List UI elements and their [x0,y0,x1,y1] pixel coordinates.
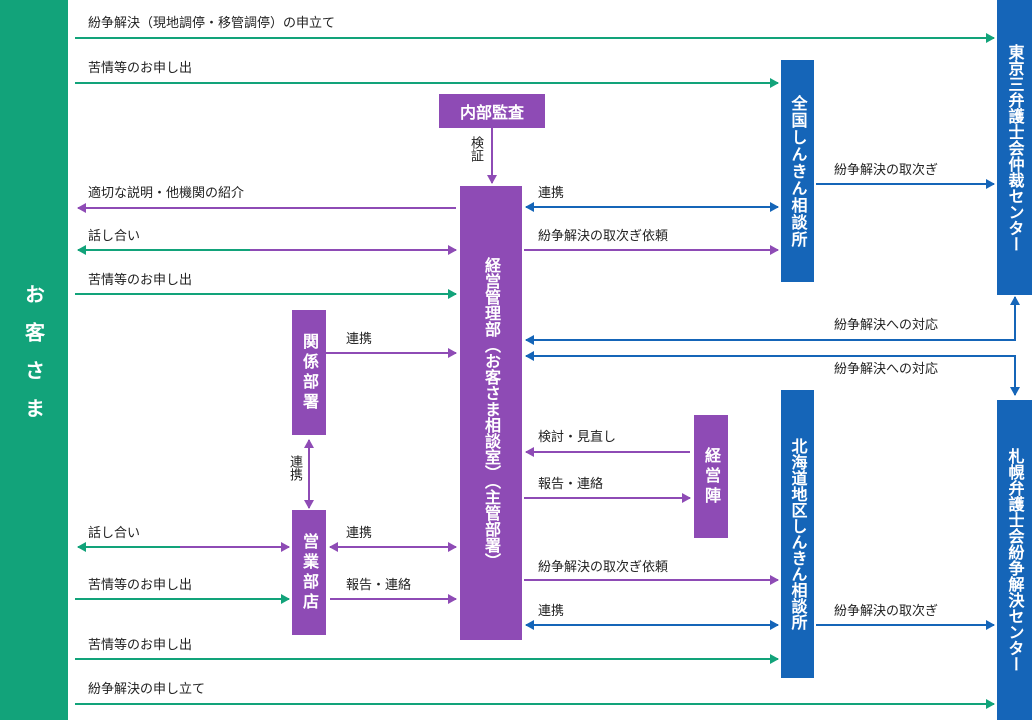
sapporo-center-label: 札幌弁護士会紛争解決センター [1005,448,1025,672]
sapporo-center-box: 札幌弁護士会紛争解決センター [997,400,1032,720]
tokyo-center-box: 東京三弁護士会仲裁センター [997,0,1032,295]
label-bottom-dispute: 紛争解決の申し立て [88,682,206,697]
related-dept-box: 関係部署 [292,310,326,435]
sales-branch-label: 営業部店 [300,532,319,613]
label-complaint-1: 苦情等のお申し出 [88,61,193,76]
label-complaint-2: 苦情等のお申し出 [88,273,193,288]
label-zenkoku-to-tokyo: 紛争解決の取次ぎ [834,163,939,178]
label-tokyo-response: 紛争解決への対応 [834,318,939,333]
label-coop-vertical: 連携 [287,455,302,481]
label-coop-zenkoku: 連携 [538,186,565,201]
label-report-sales: 報告・連絡 [346,578,412,593]
executives-label: 経営陣 [702,446,721,507]
label-top-dispute: 紛争解決（現地調停・移管調停）の申立て [88,16,336,31]
related-dept-label: 関係部署 [300,332,319,413]
label-verify: 検証 [468,136,483,162]
hokkaido-center-label: 北海道地区しんきん相談所 [788,438,808,630]
label-sapporo-response: 紛争解決への対応 [834,362,939,377]
management-label: 経営管理部（お客さま相談室）（主管部署） [482,257,501,569]
executives-box: 経営陣 [694,415,728,538]
hokkaido-center-box: 北海道地区しんきん相談所 [781,390,814,678]
label-complaint-3: 苦情等のお申し出 [88,578,193,593]
label-discuss-2: 話し合い [88,526,141,541]
label-hokkaido-to-sapporo: 紛争解決の取次ぎ [834,604,939,619]
label-coop-hokkaido: 連携 [538,604,565,619]
arrow-tokyo-response [525,296,1020,345]
label-complaint-4: 苦情等のお申し出 [88,638,193,653]
zenkoku-center-label: 全国しんきん相談所 [788,94,808,248]
zenkoku-center-box: 全国しんきん相談所 [781,60,814,282]
tokyo-center-label: 東京三弁護士会仲裁センター [1005,43,1025,252]
arrow-sapporo-response [525,351,1020,396]
label-request-hokkaido: 紛争解決の取次ぎ依頼 [538,560,669,575]
label-report-exec: 報告・連絡 [538,477,604,492]
internal-audit-label: 内部監査 [459,103,524,122]
label-coop-related: 連携 [346,332,373,347]
internal-audit-box: 内部監査 [439,94,545,128]
label-coop-sales: 連携 [346,526,373,541]
customer-box: お客さま [0,0,68,720]
label-discuss-1: 話し合い [88,229,141,244]
sales-branch-box: 営業部店 [292,510,326,635]
label-request-zenkoku: 紛争解決の取次ぎ依頼 [538,229,669,244]
label-review: 検討・見直し [538,430,617,445]
management-box: 経営管理部（お客さま相談室）（主管部署） [460,186,522,640]
customer-label: お客さま [21,284,46,436]
label-appropriate: 適切な説明・他機関の紹介 [88,186,245,201]
